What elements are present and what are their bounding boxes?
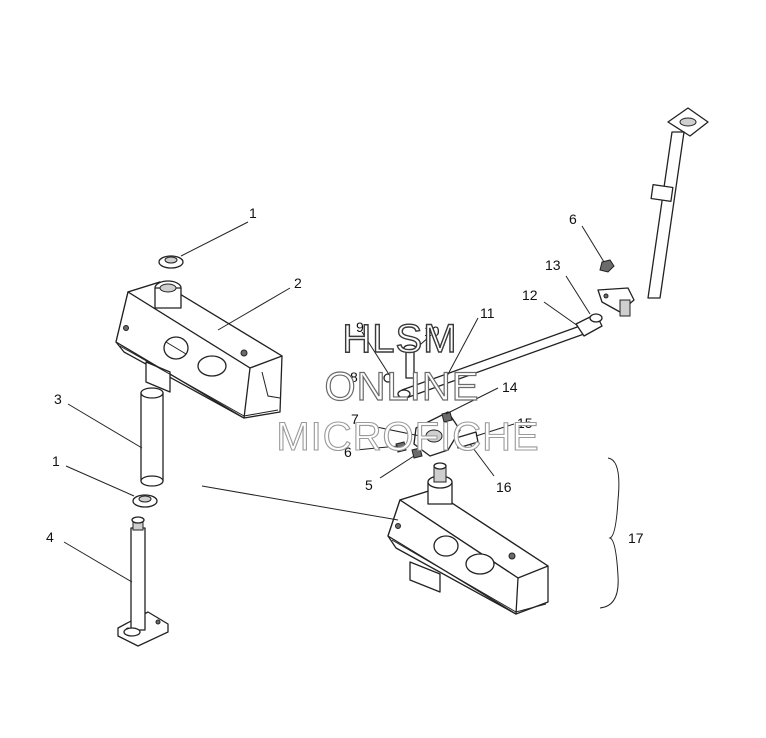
callout-16: 16	[496, 479, 512, 495]
callout-labels: 1 2 3 1 4 6 13 12 11 9 10 8 14 7 15 6 5 …	[46, 205, 644, 546]
steering-column	[597, 107, 709, 317]
callout-14: 14	[502, 379, 518, 395]
callout-2: 2	[294, 275, 302, 291]
callout-11: 11	[480, 305, 495, 321]
callout-17: 17	[628, 530, 644, 546]
axle-housing-left	[115, 280, 283, 419]
callout-9: 9	[356, 319, 364, 335]
callout-15: 15	[517, 415, 533, 431]
callout-6-lower: 6	[344, 444, 352, 460]
callout-12: 12	[522, 287, 538, 303]
callout-1-upper: 1	[249, 205, 257, 221]
axle-housing-right	[387, 462, 549, 615]
watermark: HLSM ONLINE MICROFICHE	[276, 316, 539, 459]
spindle-left	[117, 516, 169, 647]
callout-10: 10	[424, 323, 440, 339]
watermark-line-1: HLSM	[342, 317, 457, 361]
watermark-line-2: ONLINE	[325, 365, 480, 409]
nut-upper	[599, 259, 615, 273]
washer-upper	[158, 255, 184, 269]
tie-rod	[397, 313, 603, 399]
callout-6-upper: 6	[569, 211, 577, 227]
callout-8: 8	[350, 369, 358, 385]
callout-13: 13	[545, 257, 561, 273]
leader-lines	[63, 221, 620, 609]
washer-lower	[132, 494, 158, 508]
pivot-tube	[140, 387, 164, 487]
watermark-line-3: MICROFICHE	[276, 415, 539, 459]
steering-bracket	[383, 344, 479, 459]
callout-3: 3	[54, 391, 62, 407]
callout-4: 4	[46, 529, 54, 545]
callout-5: 5	[365, 477, 373, 493]
callout-1-lower: 1	[52, 453, 60, 469]
callout-7: 7	[351, 411, 359, 427]
